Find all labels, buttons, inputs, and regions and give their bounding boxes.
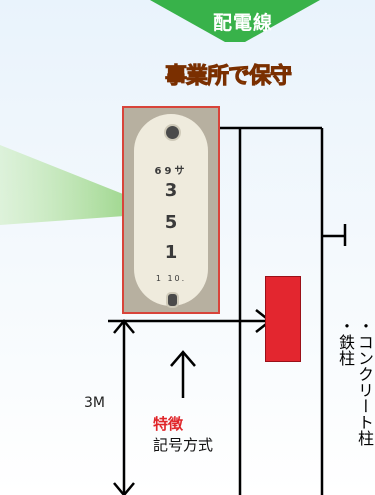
plate-digit: 3 xyxy=(164,180,178,201)
feature-title: 特徴 xyxy=(153,415,184,433)
plate-face: 69サ 3 5 1 1 10. xyxy=(134,114,208,308)
pole-type-label: ・コンクリート柱 ・鉄柱 xyxy=(336,318,374,446)
bolt-icon xyxy=(164,124,181,141)
plate-digit: 5 xyxy=(164,212,178,233)
plate-digit: 1 xyxy=(164,242,178,263)
diagram-title: 配電線 xyxy=(212,12,273,34)
red-marker xyxy=(265,276,301,362)
pole-number-plate: 69サ 3 5 1 1 10. xyxy=(122,106,220,314)
diagram-subtitle: 事業所で保守 xyxy=(164,64,292,90)
banner-shape xyxy=(150,0,320,42)
height-label: 3M xyxy=(84,395,105,411)
plate-code: 69サ xyxy=(154,166,188,177)
bolt-icon xyxy=(166,292,179,308)
plate-date: 1 10. xyxy=(155,274,187,283)
feature-description: 記号方式 xyxy=(153,436,214,454)
highlight-beam xyxy=(0,145,138,225)
